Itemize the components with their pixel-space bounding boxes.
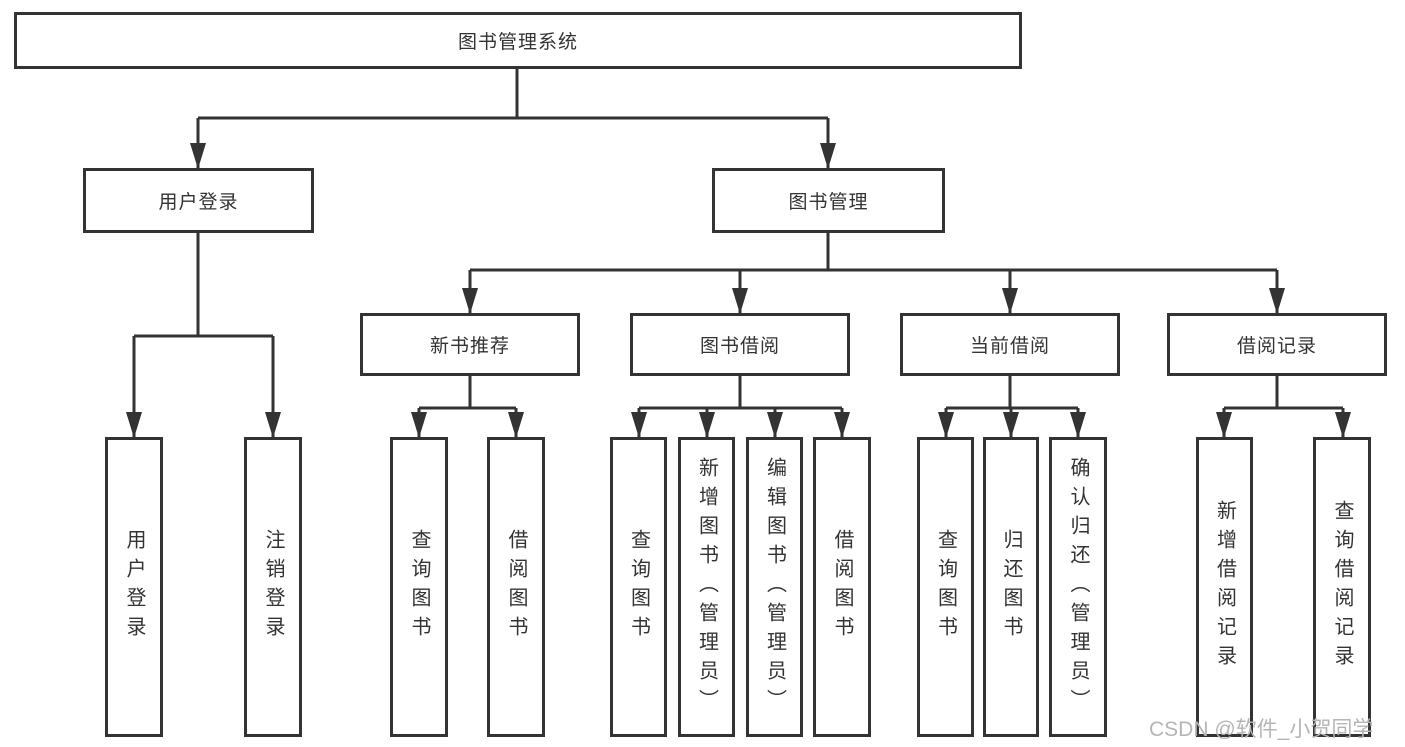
leaf-query-books-borrow: 查询图书: [610, 437, 667, 737]
node-new-book-recommend: 新书推荐: [360, 313, 580, 376]
node-book-management-label: 图书管理: [788, 192, 869, 213]
leaf-borrow-books-recommend-label: 借阅图书: [505, 529, 527, 645]
leaf-user-login: 用户登录: [105, 437, 163, 737]
leaf-user-login-label: 用户登录: [123, 529, 145, 645]
leaf-logout: 注销登录: [244, 437, 302, 737]
connector-borrow-tbar: [639, 376, 842, 410]
watermark: CSDN @软件_小贺同学: [1149, 718, 1374, 741]
leaf-confirm-return-admin-label: 确认归还（管理员）: [1067, 456, 1089, 718]
leaf-borrow-books-label: 借阅图书: [831, 529, 853, 645]
leaf-add-borrow-record: 新增借阅记录: [1196, 437, 1253, 737]
connector-recs-tbar: [1224, 376, 1343, 410]
node-root: 图书管理系统: [14, 12, 1022, 69]
node-borrow-records-label: 借阅记录: [1236, 336, 1317, 357]
leaf-edit-books-admin: 编辑图书（管理员）: [746, 437, 803, 737]
leaf-logout-label: 注销登录: [262, 529, 284, 645]
leaf-return-books-label: 归还图书: [1000, 529, 1022, 645]
leaf-query-books-recommend-label: 查询图书: [408, 529, 430, 645]
connector-root-tbar: [198, 68, 828, 120]
leaf-borrow-books-recommend: 借阅图书: [487, 437, 545, 737]
leaf-add-books-admin-label: 新增图书（管理员）: [695, 456, 718, 718]
leaf-query-books-borrow-label: 查询图书: [627, 529, 650, 645]
leaf-add-books-admin: 新增图书（管理员）: [678, 437, 735, 737]
leaf-query-books-current-label: 查询图书: [934, 529, 957, 645]
leaf-return-books: 归还图书: [983, 437, 1039, 737]
connector-login-tbar: [134, 233, 273, 338]
node-current-borrow: 当前借阅: [900, 313, 1120, 376]
leaf-edit-books-admin-label: 编辑图书（管理员）: [763, 456, 786, 718]
node-book-borrow: 图书借阅: [630, 313, 850, 376]
node-new-book-recommend-label: 新书推荐: [429, 336, 510, 357]
node-book-borrow-label: 图书借阅: [699, 336, 780, 357]
connector-newrec-tbar: [419, 376, 516, 410]
leaf-add-borrow-record-label: 新增借阅记录: [1213, 500, 1236, 674]
leaf-query-borrow-record: 查询借阅记录: [1313, 437, 1371, 737]
node-root-label: 图书管理系统: [457, 32, 578, 53]
connector-curr-tbar: [946, 376, 1078, 410]
leaf-query-books-current: 查询图书: [917, 437, 974, 737]
node-current-borrow-label: 当前借阅: [969, 336, 1050, 357]
connector-mgmt-tbar: [470, 233, 1277, 272]
leaf-query-books-recommend: 查询图书: [390, 437, 448, 737]
leaf-borrow-books: 借阅图书: [813, 437, 871, 737]
node-user-login: 用户登录: [83, 168, 314, 233]
node-user-login-label: 用户登录: [158, 192, 239, 213]
node-book-management: 图书管理: [712, 168, 945, 233]
leaf-confirm-return-admin: 确认归还（管理员）: [1049, 437, 1107, 737]
leaf-query-borrow-record-label: 查询借阅记录: [1331, 500, 1353, 674]
node-borrow-records: 借阅记录: [1167, 313, 1387, 376]
